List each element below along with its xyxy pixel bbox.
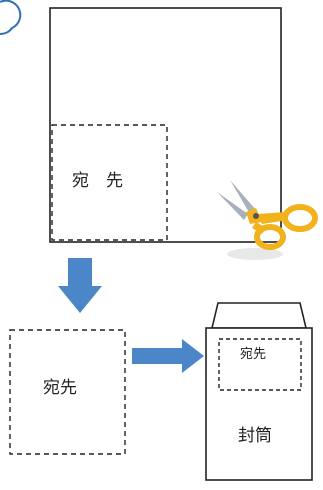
envelope (205, 302, 313, 481)
scissors-icon (217, 180, 318, 260)
cut-address-label: 宛先 (43, 378, 77, 398)
envelope-name-label: 封筒 (238, 426, 272, 446)
address-cut-area (51, 124, 168, 241)
step-circle (0, 0, 22, 35)
right-arrow (132, 339, 204, 373)
envelope-address-window (218, 338, 302, 391)
sheet-address-label: 宛 先 (72, 171, 123, 191)
down-arrow (58, 258, 102, 313)
envelope-window-address-label: 宛先 (240, 347, 267, 362)
cut-address-piece (9, 329, 126, 455)
